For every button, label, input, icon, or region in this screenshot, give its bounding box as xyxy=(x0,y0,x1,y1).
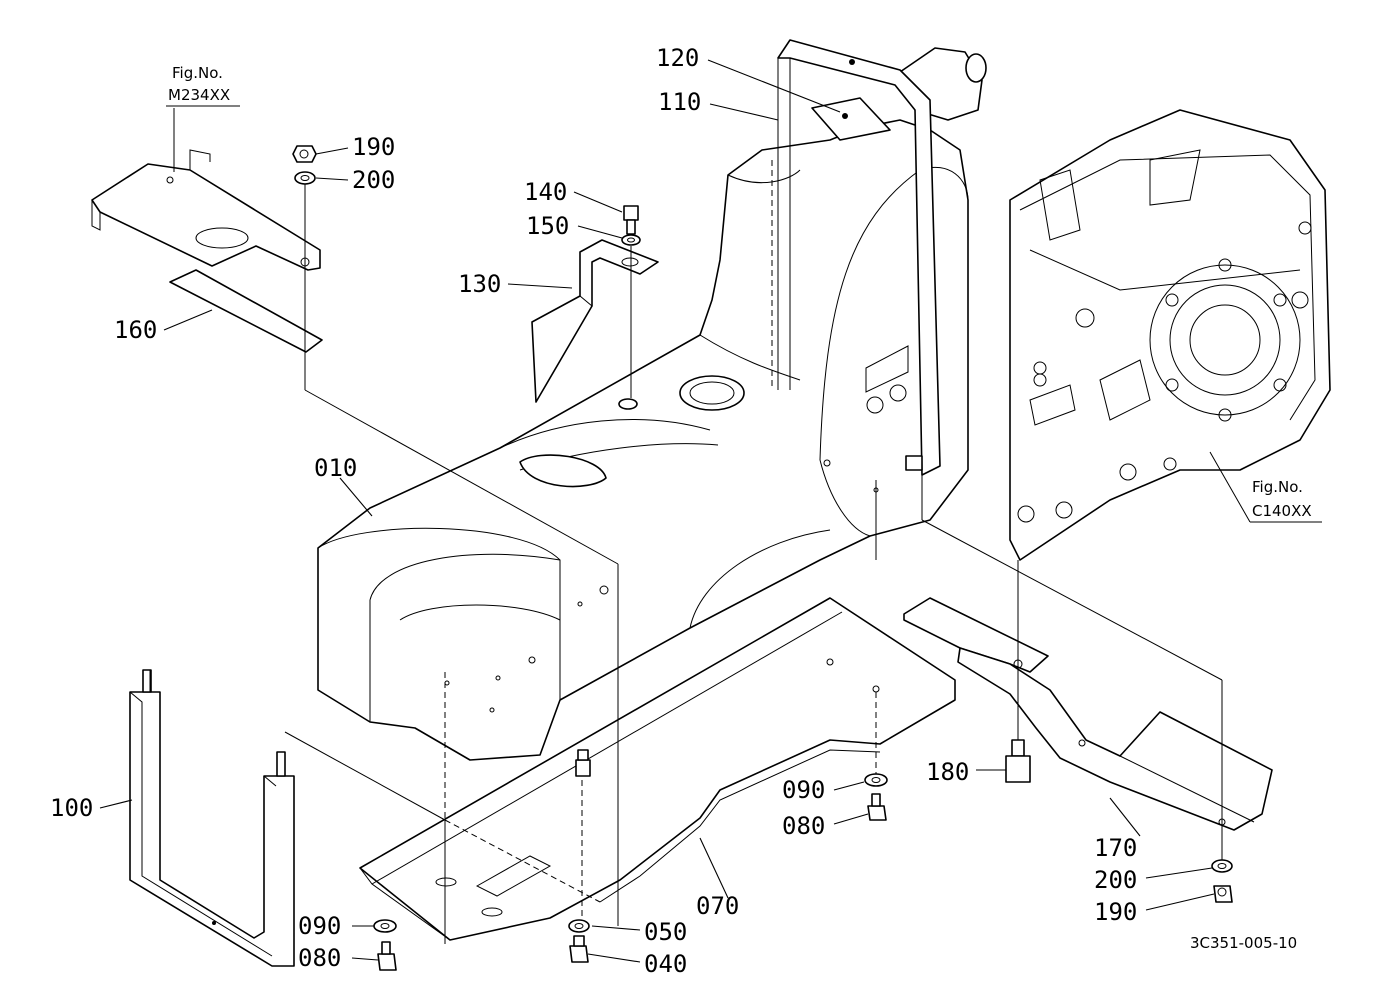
callout-150: 150 xyxy=(526,212,569,240)
callout-080-mid: 080 xyxy=(782,812,825,840)
washer-200-top xyxy=(294,171,316,185)
washer-090-mid xyxy=(864,773,888,787)
bracket-m234 xyxy=(91,149,321,271)
callout-110: 110 xyxy=(658,88,701,116)
stud-050-part xyxy=(575,749,591,777)
tank-strap-110 xyxy=(777,39,941,476)
washer-200-bottom xyxy=(1211,859,1233,873)
callout-140: 140 xyxy=(524,178,567,206)
fig-ref-m234-line2: M234XX xyxy=(168,86,230,104)
fig-ref-m234: Fig.No. M234XX xyxy=(166,64,240,172)
callout-070: 070 xyxy=(696,892,739,920)
bolt-180 xyxy=(1005,739,1031,783)
nut-190-bottom xyxy=(1213,885,1233,903)
plate-070 xyxy=(359,597,956,941)
nut-080-mid xyxy=(867,793,887,821)
callout-090-left: 090 xyxy=(298,912,341,940)
nut-040 xyxy=(569,935,589,963)
bolt-140 xyxy=(623,205,639,235)
callout-050: 050 xyxy=(644,918,687,946)
callout-180: 180 xyxy=(926,758,969,786)
assembly-lines xyxy=(149,160,1223,944)
fig-ref-c140: Fig.No. C140XX xyxy=(1209,451,1322,523)
callout-leaders xyxy=(99,59,1215,963)
pad-160 xyxy=(169,269,323,353)
callout-190-bottom: 190 xyxy=(1094,898,1137,926)
callout-190-top: 190 xyxy=(352,133,395,161)
callout-010: 010 xyxy=(314,454,357,482)
callout-labels: 120 110 190 200 140 150 130 160 010 100 … xyxy=(50,44,1137,978)
transmission-housing xyxy=(1009,109,1331,561)
callout-130: 130 xyxy=(458,270,501,298)
washer-090-left xyxy=(373,919,397,933)
callout-090-mid: 090 xyxy=(782,776,825,804)
callout-200-bottom: 200 xyxy=(1094,866,1137,894)
callout-170: 170 xyxy=(1094,834,1137,862)
callout-160: 160 xyxy=(114,316,157,344)
u-strap-100 xyxy=(129,669,295,967)
callout-100: 100 xyxy=(50,794,93,822)
washer-050 xyxy=(568,919,590,933)
washer-150 xyxy=(621,234,641,246)
nut-190-top xyxy=(292,145,317,163)
fig-ref-c140-line2: C140XX xyxy=(1252,502,1312,520)
fig-ref-m234-line1: Fig.No. xyxy=(172,64,223,82)
callout-200-top: 200 xyxy=(352,166,395,194)
bracket-130 xyxy=(531,239,659,403)
drawing-code: 3C351-005-10 xyxy=(1190,934,1297,952)
callout-080-left: 080 xyxy=(298,944,341,972)
bracket-170 xyxy=(903,597,1273,831)
callout-120: 120 xyxy=(656,44,699,72)
nut-080-left xyxy=(377,941,397,971)
washer-on-tank xyxy=(618,398,638,410)
callout-040: 040 xyxy=(644,950,687,978)
fig-ref-c140-line1: Fig.No. xyxy=(1252,478,1303,496)
